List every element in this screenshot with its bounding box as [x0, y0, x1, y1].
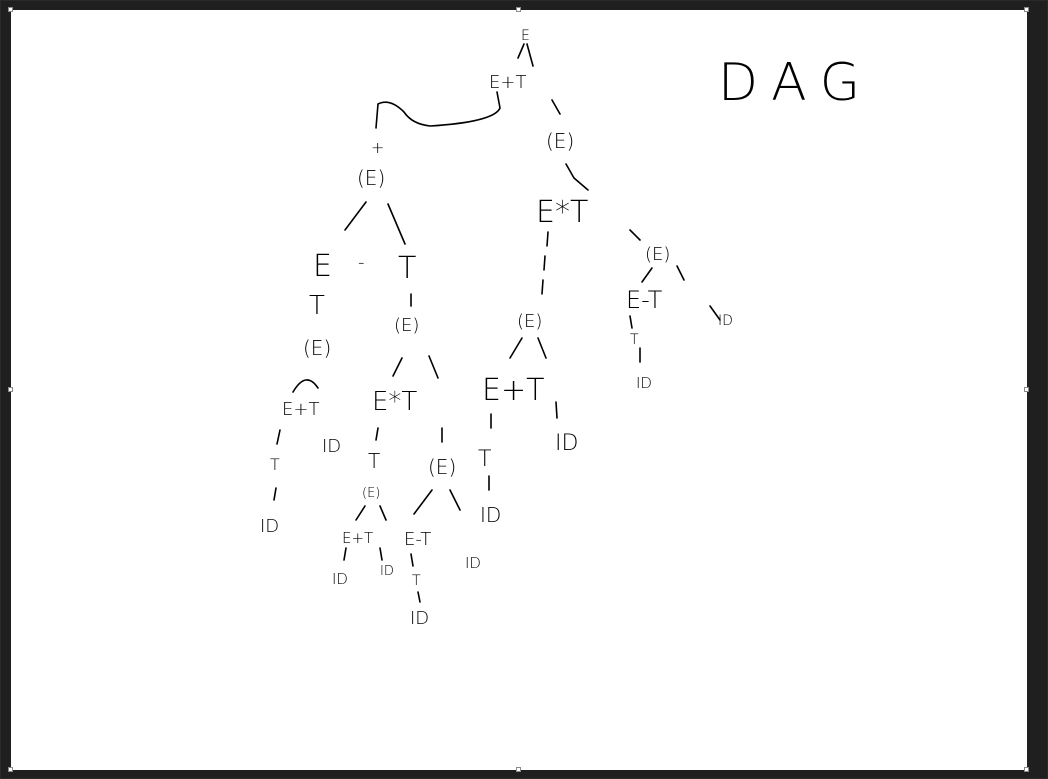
node-mid-ett: E+T: [342, 529, 373, 547]
node-mid-id-d: ID: [465, 554, 481, 572]
node-mid-id-a: ID: [332, 570, 348, 588]
node-e-plus-t: E+T: [489, 72, 526, 93]
edge-left-paren-split: [344, 201, 406, 245]
node-mid-paren2: (E): [428, 455, 456, 479]
node-mid-t: T: [368, 449, 380, 473]
node-far-emt: E-T: [626, 286, 663, 314]
node-left-minus: -: [358, 252, 365, 273]
resize-handle-top-right[interactable]: [1024, 7, 1029, 12]
node-mid-ext: E*T: [372, 387, 417, 417]
edge-left-e-paren-split: [292, 379, 319, 393]
diagram-title: DAG: [718, 53, 874, 113]
node-plus-left: +: [371, 138, 384, 157]
edge-root-to-ept: [517, 43, 534, 67]
resize-handle-bottom-center[interactable]: [516, 767, 521, 772]
edge-left-inner-down: [273, 429, 281, 501]
node-right-t-a: T: [478, 447, 491, 472]
drawing-canvas[interactable]: [11, 10, 1027, 770]
node-right-paren: (E): [546, 129, 574, 153]
node-far-t: T: [630, 332, 639, 348]
edge-right-ext-right: [629, 229, 641, 241]
edge-right-paren-down: [565, 163, 589, 191]
edge-mid-ett-down: [343, 547, 383, 561]
node-mid-paren: (E): [394, 315, 419, 336]
edge-mid-ext-left: [375, 427, 379, 441]
edge-mid-paren2-split: [413, 489, 461, 515]
node-left-inner-t1: T: [270, 455, 280, 474]
node-right-ext: E*T: [536, 195, 588, 230]
node-far-paren: (E): [645, 244, 670, 265]
node-right-id-a: ID: [480, 503, 501, 527]
resize-handle-top-center[interactable]: [516, 7, 521, 12]
edge-e-to-left-branch: [375, 91, 501, 129]
resize-handle-top-left[interactable]: [8, 7, 13, 12]
node-right-id-b: ID: [555, 431, 578, 456]
resize-handle-middle-left[interactable]: [8, 387, 13, 392]
node-far-id-b: ID: [718, 313, 733, 329]
edge-far-emt-left-down: [629, 315, 641, 363]
node-mid-id-b: ID: [380, 564, 394, 579]
node-mid-e-minus-t: E-T: [404, 529, 431, 550]
edge-far-emt-right-down: [709, 305, 721, 321]
resize-handle-bottom-right[interactable]: [1024, 767, 1029, 772]
edge-mid-paren-split: [392, 355, 439, 379]
node-mid-small-paren: (E): [362, 486, 380, 501]
node-mid-id-c: ID: [410, 608, 429, 629]
node-right-paren-small: (E): [517, 311, 542, 332]
node-left-inner-id1: ID: [260, 516, 279, 537]
edge-far-paren-split: [641, 265, 685, 283]
node-left-inner-id2: ID: [322, 436, 341, 457]
edge-right-paren-small-split: [509, 337, 547, 359]
node-left-e: E: [313, 249, 332, 284]
node-root: E: [521, 28, 530, 44]
node-left-e-paren: (E): [303, 336, 331, 360]
node-mid-t2: T: [412, 573, 421, 589]
edge-root-t-down: [551, 99, 561, 115]
resize-handle-bottom-left[interactable]: [8, 767, 13, 772]
node-left-e-t: T: [309, 291, 325, 321]
node-far-id-a: ID: [636, 374, 652, 392]
edge-right-ett-right-down: [555, 401, 558, 419]
resize-handle-middle-right[interactable]: [1024, 387, 1029, 392]
edge-right-ext-left: [541, 231, 549, 295]
node-right-ett: E+T: [482, 373, 544, 408]
node-left-t: T: [398, 251, 416, 286]
node-left-inner: E+T: [282, 399, 319, 420]
node-left-paren-e: (E): [357, 166, 385, 190]
edge-mid-small-paren-split: [355, 505, 387, 521]
edge-mid-emt-left-down: [410, 553, 421, 603]
